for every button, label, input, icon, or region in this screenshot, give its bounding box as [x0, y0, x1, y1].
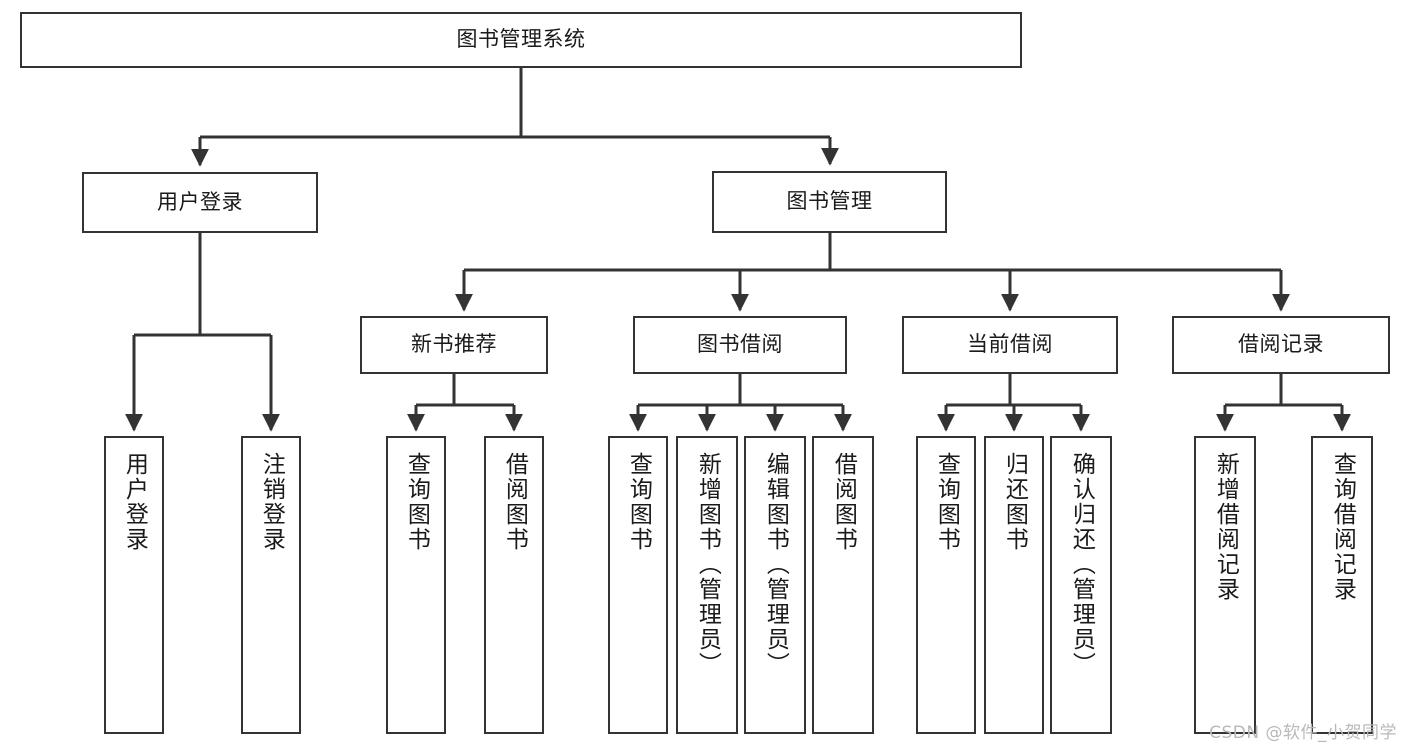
node-new-book-recommend[interactable]: 新书推荐 — [360, 316, 548, 374]
node-book-management-label: 图书管理 — [786, 189, 873, 214]
node-current-borrow-label: 当前借阅 — [967, 332, 1053, 357]
leaf-return-book[interactable]: 归还图书 — [984, 436, 1044, 734]
leaf-logout-label: 注销登录 — [258, 452, 285, 552]
leaf-borrow-book[interactable]: 借阅图书 — [812, 436, 874, 734]
leaf-query-book-borrow-label: 查询图书 — [625, 452, 652, 552]
node-user-login-label: 用户登录 — [157, 189, 243, 214]
node-book-borrow[interactable]: 图书借阅 — [633, 316, 847, 374]
leaf-add-book-admin[interactable]: 新增图书（管理员） — [676, 436, 738, 734]
node-current-borrow[interactable]: 当前借阅 — [902, 316, 1118, 374]
node-borrow-records-label: 借阅记录 — [1238, 332, 1324, 357]
node-user-login[interactable]: 用户登录 — [82, 172, 318, 233]
leaf-query-book-borrow[interactable]: 查询图书 — [608, 436, 668, 734]
leaf-user-login-label: 用户登录 — [121, 452, 148, 552]
leaf-confirm-return-admin[interactable]: 确认归还（管理员） — [1050, 436, 1112, 734]
leaf-query-book-current-label: 查询图书 — [933, 452, 960, 552]
leaf-return-book-label: 归还图书 — [1001, 452, 1028, 552]
node-borrow-records[interactable]: 借阅记录 — [1172, 316, 1390, 374]
watermark-text: CSDN @软件_小贺同学 — [1209, 723, 1397, 743]
leaf-logout[interactable]: 注销登录 — [241, 436, 301, 734]
node-book-management[interactable]: 图书管理 — [712, 171, 947, 233]
leaf-borrow-book-label: 借阅图书 — [830, 452, 857, 552]
leaf-edit-book-admin[interactable]: 编辑图书（管理员） — [744, 436, 806, 734]
leaf-query-book-newbook-label: 查询图书 — [403, 452, 430, 552]
leaf-add-borrow-record-label: 新增借阅记录 — [1212, 452, 1239, 602]
leaf-query-borrow-record-label: 查询借阅记录 — [1329, 452, 1356, 602]
leaf-borrow-book-newbook[interactable]: 借阅图书 — [484, 436, 544, 734]
leaf-add-book-admin-label: 新增图书（管理员） — [694, 452, 721, 677]
leaf-user-login[interactable]: 用户登录 — [104, 436, 164, 734]
leaf-edit-book-admin-label: 编辑图书（管理员） — [762, 452, 789, 677]
node-root[interactable]: 图书管理系统 — [20, 12, 1022, 68]
leaf-query-borrow-record[interactable]: 查询借阅记录 — [1311, 436, 1373, 734]
node-new-book-recommend-label: 新书推荐 — [411, 332, 497, 357]
leaf-query-book-current[interactable]: 查询图书 — [916, 436, 976, 734]
leaf-add-borrow-record[interactable]: 新增借阅记录 — [1194, 436, 1256, 734]
node-book-borrow-label: 图书借阅 — [697, 332, 783, 357]
leaf-borrow-book-newbook-label: 借阅图书 — [501, 452, 528, 552]
node-root-label: 图书管理系统 — [456, 27, 586, 52]
leaf-confirm-return-admin-label: 确认归还（管理员） — [1068, 452, 1095, 677]
leaf-query-book-newbook[interactable]: 查询图书 — [386, 436, 446, 734]
